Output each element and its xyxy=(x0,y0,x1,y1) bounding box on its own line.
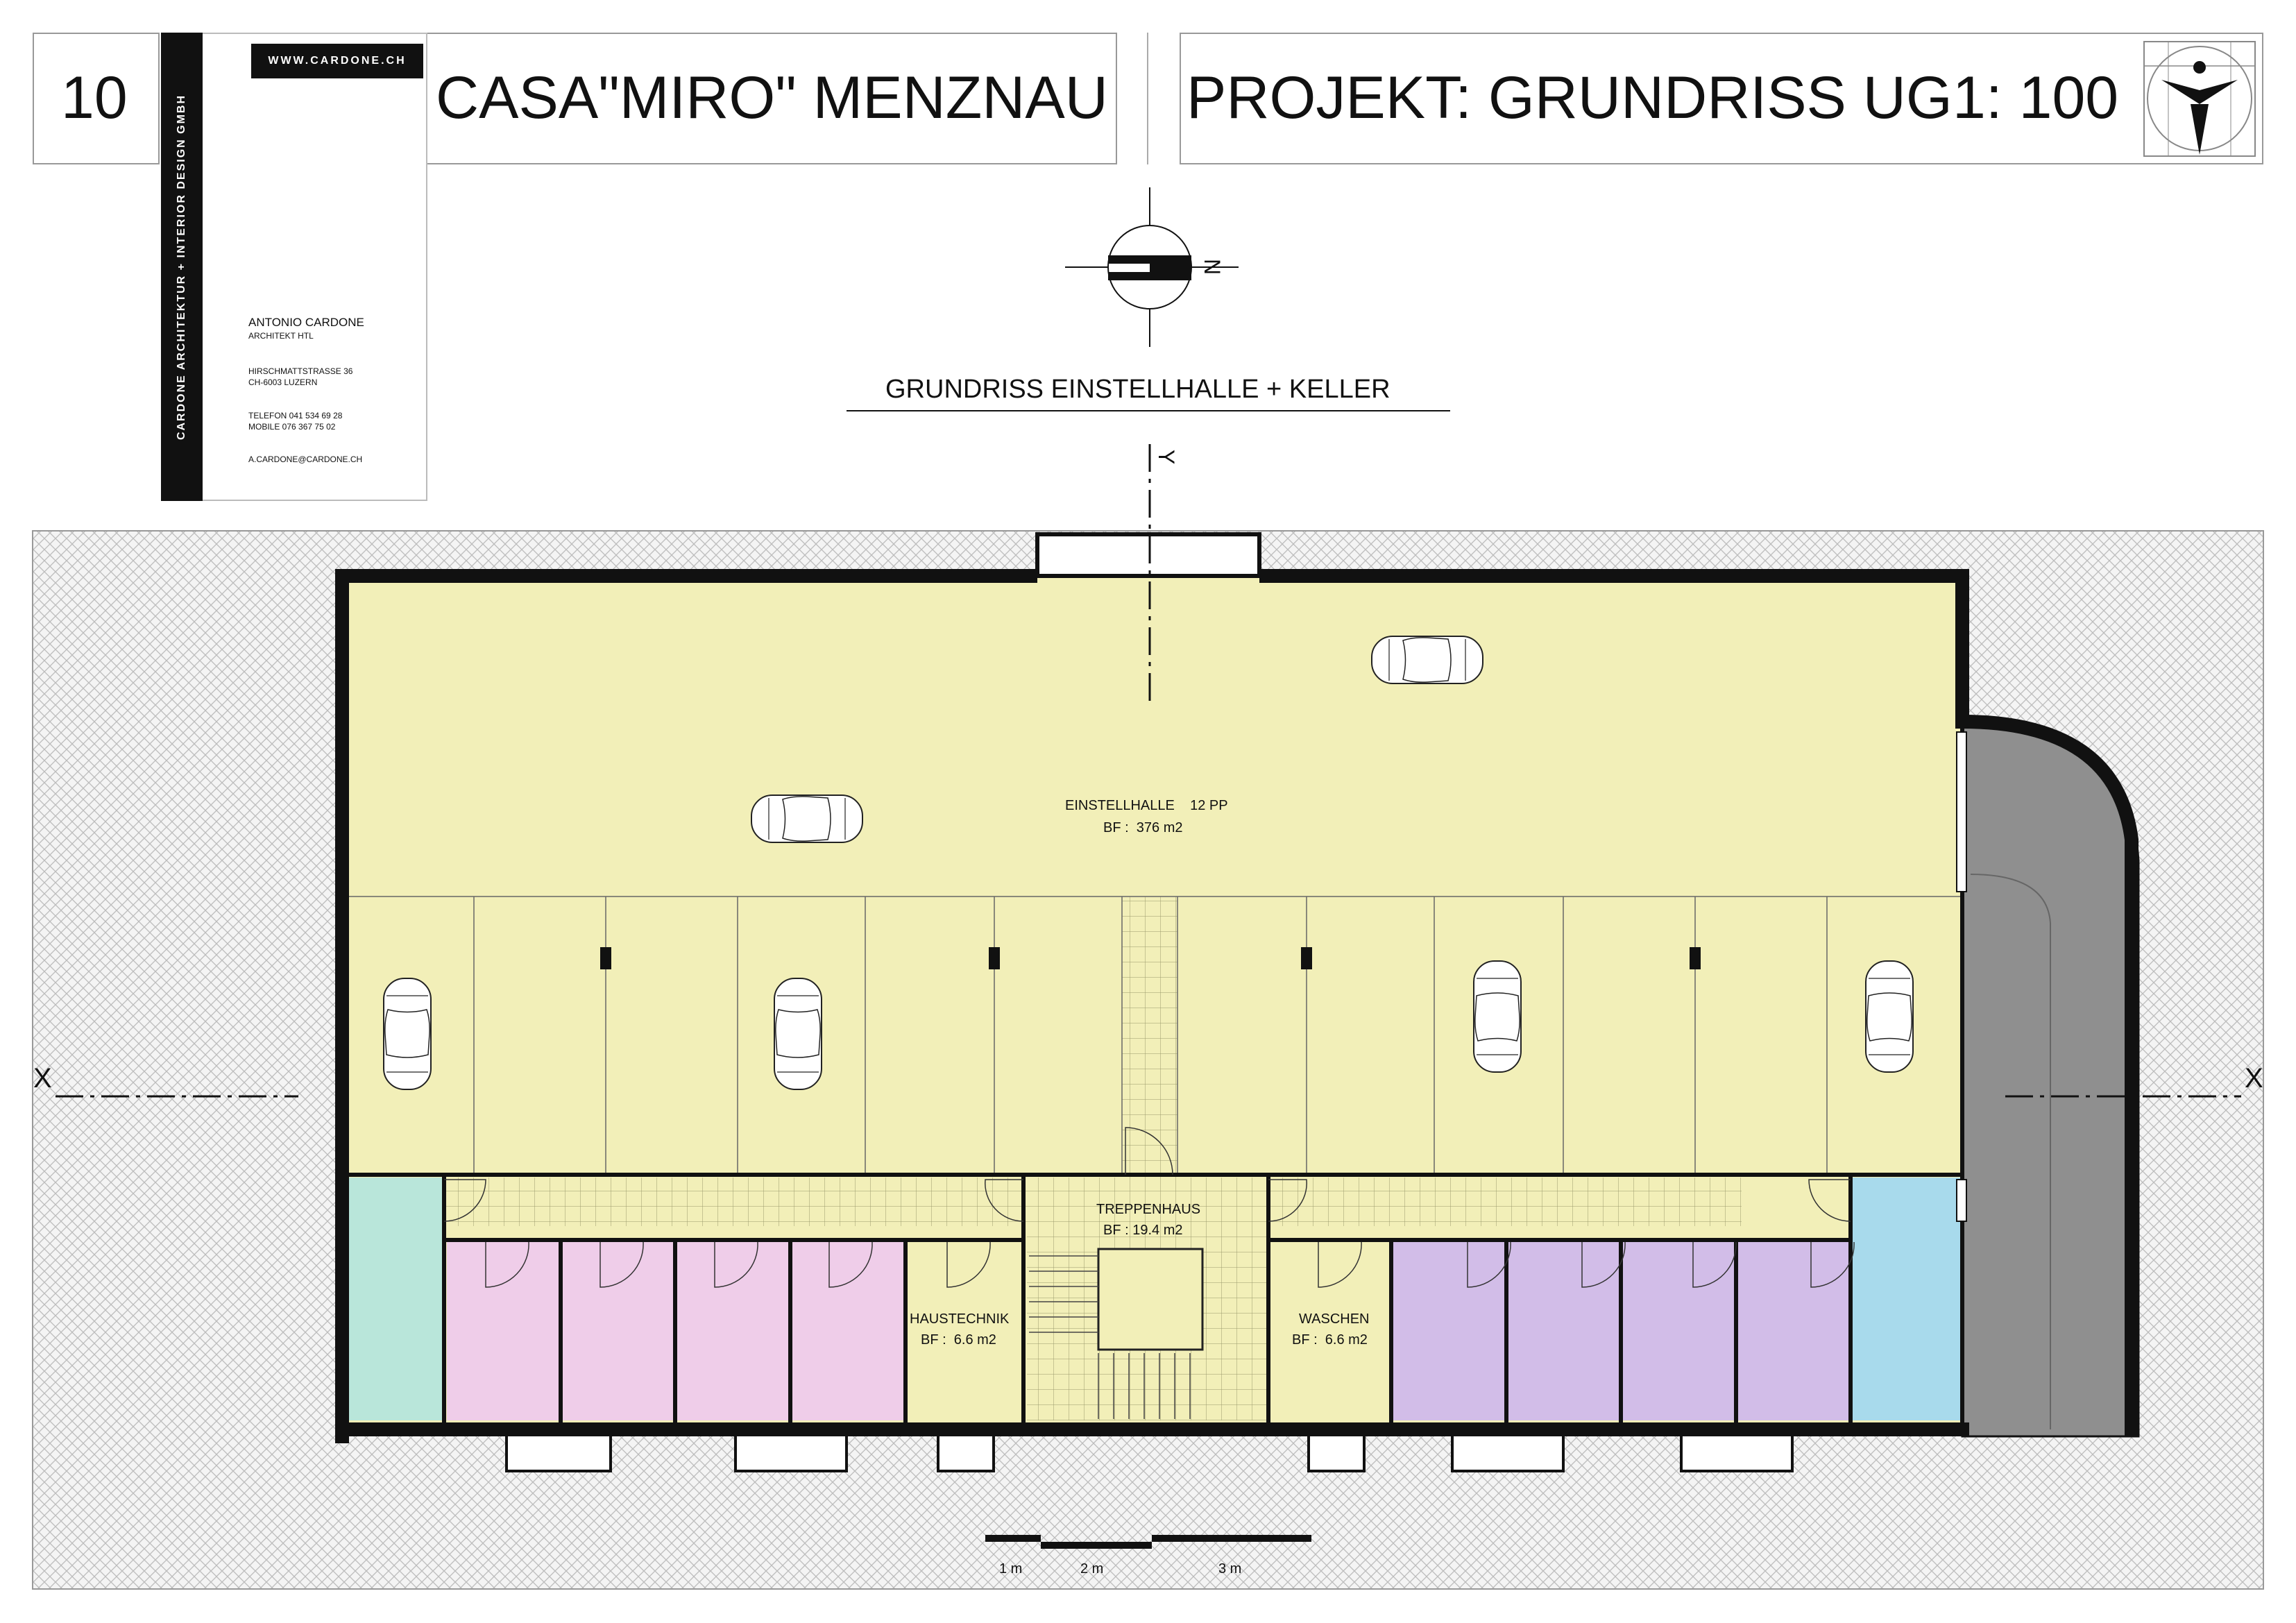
card-email[interactable]: A.CARDONE@CARDONE.CH xyxy=(248,454,363,464)
tech-label: HAUSTECHNIK xyxy=(910,1311,1010,1327)
section-lines xyxy=(56,444,2241,1098)
section-label-y: Y xyxy=(1154,449,1180,465)
website-link[interactable]: WWW.CARDONE.CH xyxy=(268,55,407,67)
company-card xyxy=(161,33,427,501)
garage-area: BF : 376 m2 xyxy=(1103,820,1183,835)
door-swings xyxy=(443,1127,1855,1288)
plan-title: GRUNDRISS EINSTELLHALLE + KELLER xyxy=(885,375,1391,404)
parking-lines xyxy=(342,896,1962,1173)
cellar-pink-1 xyxy=(447,1242,559,1420)
staircase xyxy=(1029,1248,1204,1419)
card-city: CH-6003 LUZERN xyxy=(248,377,318,387)
stair-label: TREPPENHAUS xyxy=(1096,1202,1201,1217)
card-title: ARCHITEKT HTL xyxy=(248,331,314,341)
project-name-box xyxy=(422,33,1117,164)
drawing-title-box xyxy=(1180,33,2263,164)
columns xyxy=(600,947,1701,969)
top-light-well xyxy=(1035,532,1261,578)
project-name: CASA"MIRO" MENZNAU xyxy=(436,65,1108,131)
north-arrow-icon xyxy=(1065,187,1239,347)
cellar-violet-2 xyxy=(1508,1242,1620,1420)
car-3 xyxy=(383,978,432,1090)
car-2 xyxy=(1371,636,1483,684)
cellar-pink-4 xyxy=(792,1242,904,1420)
cellar-violet-3 xyxy=(1622,1242,1735,1420)
cellar-pink-2 xyxy=(562,1242,674,1420)
website-banner: WWW.CARDONE.CH xyxy=(251,44,423,78)
car-6 xyxy=(1865,960,1914,1073)
north-label: N xyxy=(1200,258,1225,275)
card-name: ANTONIO CARDONE xyxy=(248,316,364,329)
scale-label-3m: 3 m xyxy=(1218,1561,1242,1577)
scale-bar-graphic xyxy=(985,1535,1311,1549)
cellar-mint xyxy=(342,1178,444,1420)
wash-label: WASCHEN xyxy=(1299,1311,1370,1327)
scale-label-1m: 1 m xyxy=(999,1561,1023,1577)
company-side-bar: CARDONE ARCHITEKTUR + INTERIOR DESIGN GM… xyxy=(161,33,203,501)
garage-label: EINSTELLHALLE 12 PP xyxy=(1065,798,1228,813)
scale-label-2m: 2 m xyxy=(1080,1561,1104,1577)
cellar-lightblue xyxy=(1853,1178,1962,1420)
card-mobile: MOBILE 076 367 75 02 xyxy=(248,422,336,432)
light-wells xyxy=(505,1431,1794,1472)
sheet-number: 10 xyxy=(61,65,128,131)
logo-icon xyxy=(2143,41,2256,157)
sheet-number-box xyxy=(33,33,160,164)
stair-area: BF : 19.4 m2 xyxy=(1103,1223,1183,1238)
cellar-violet-4 xyxy=(1737,1242,1850,1420)
car-4 xyxy=(774,978,822,1090)
car-1 xyxy=(751,794,863,843)
section-label-x-right: X xyxy=(2245,1063,2263,1094)
section-label-x-left: X xyxy=(33,1063,52,1094)
cellar-violet-1 xyxy=(1393,1242,1505,1420)
outer-walls xyxy=(335,569,1969,1443)
drive-aisle-tiles xyxy=(1122,897,1177,1178)
car-5 xyxy=(1473,960,1522,1073)
cellar-pink-3 xyxy=(677,1242,789,1420)
tech-area: BF : 6.6 m2 xyxy=(921,1332,996,1348)
card-street: HIRSCHMATTSTRASSE 36 xyxy=(248,366,353,376)
card-phone: TELEFON 041 534 69 28 xyxy=(248,411,343,420)
interior-walls xyxy=(342,1173,1962,1426)
header-divider xyxy=(1147,33,1148,164)
drawing-scale: 1: 100 xyxy=(1953,65,2119,131)
drawing-title: PROJEKT: GRUNDRISS UG xyxy=(1187,65,1953,131)
wash-area: BF : 6.6 m2 xyxy=(1292,1332,1368,1348)
